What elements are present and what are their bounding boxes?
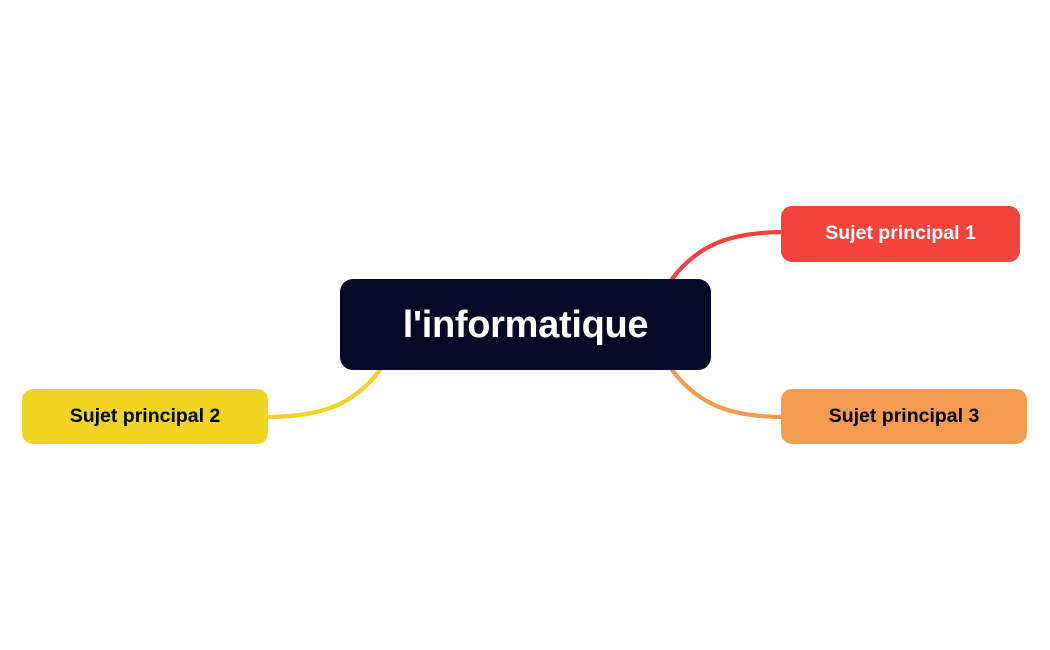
mindmap-branch-node-topic-2[interactable]: Sujet principal 2 bbox=[22, 389, 268, 444]
branch-node-label-topic-3: Sujet principal 3 bbox=[828, 404, 980, 427]
connector-root-to-topic-2 bbox=[261, 367, 383, 420]
mindmap-branch-node-topic-1[interactable]: Sujet principal 1 bbox=[781, 206, 1020, 262]
mindmap-branch-node-topic-3[interactable]: Sujet principal 3 bbox=[781, 389, 1027, 444]
mindmap-root-node[interactable]: l'informatique bbox=[340, 279, 711, 370]
root-node-label: l'informatique bbox=[402, 303, 649, 346]
branch-node-label-topic-2: Sujet principal 2 bbox=[69, 404, 221, 427]
connector-root-to-topic-1 bbox=[669, 229, 789, 282]
branch-node-label-topic-1: Sujet principal 1 bbox=[825, 222, 976, 245]
connector-root-to-topic-3 bbox=[669, 367, 789, 420]
